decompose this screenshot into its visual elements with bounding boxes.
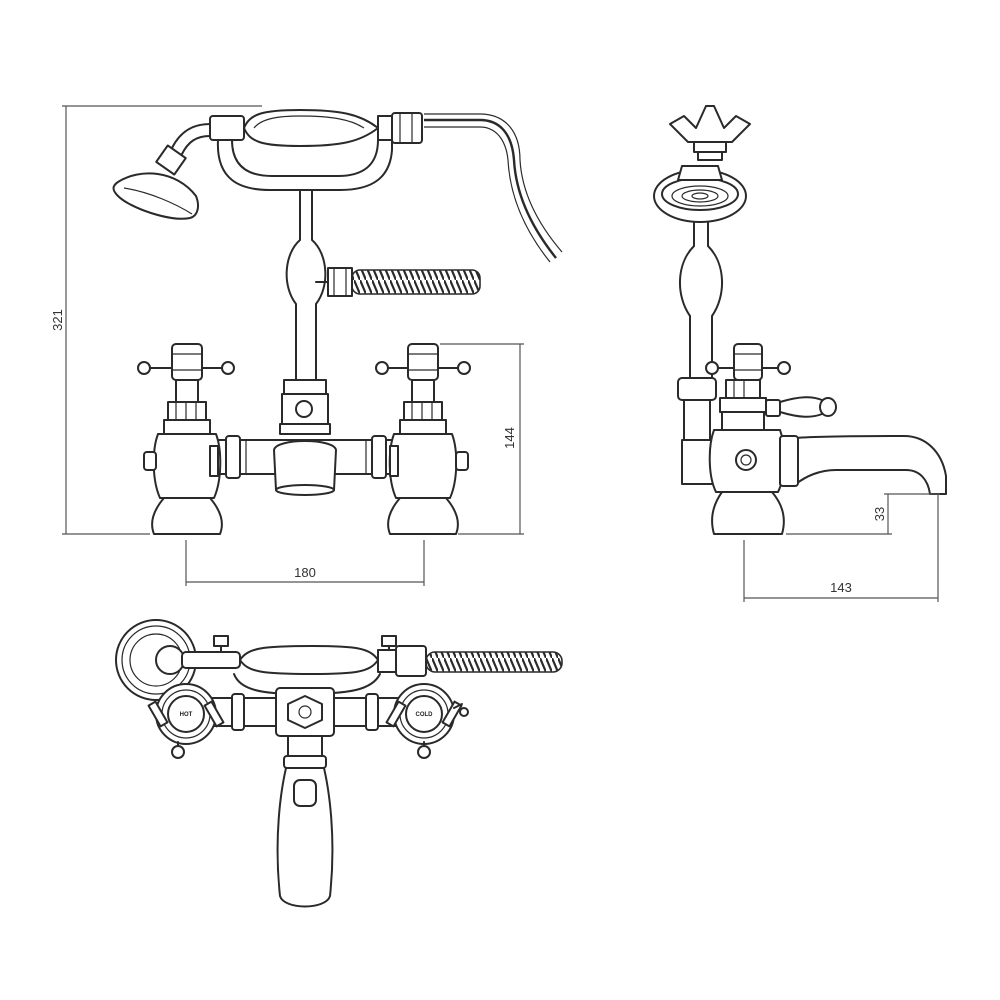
side-view: 33 143 bbox=[653, 105, 947, 602]
right-valve bbox=[375, 343, 471, 535]
left-valve bbox=[137, 343, 235, 535]
dimension-33-label: 33 bbox=[872, 507, 887, 521]
cold-label: COLD bbox=[416, 712, 434, 718]
dimension-321-label: 321 bbox=[50, 309, 65, 331]
cold-valve-top: COLD bbox=[385, 683, 469, 759]
hot-label: HOT bbox=[180, 712, 193, 718]
front-view: 321 144 180 bbox=[50, 105, 563, 586]
hot-valve-top: HOT bbox=[147, 683, 225, 759]
dimension-180-label: 180 bbox=[294, 565, 316, 580]
dimension-33: 33 bbox=[786, 493, 940, 535]
dimension-143-label: 143 bbox=[830, 580, 852, 595]
dimension-144-label: 144 bbox=[502, 427, 517, 449]
dimension-144: 144 bbox=[440, 343, 524, 535]
top-view: HOT COLD bbox=[115, 619, 563, 908]
dimension-321: 321 bbox=[50, 105, 262, 535]
dimension-143: 143 bbox=[743, 494, 939, 602]
dimension-180: 180 bbox=[185, 540, 425, 586]
